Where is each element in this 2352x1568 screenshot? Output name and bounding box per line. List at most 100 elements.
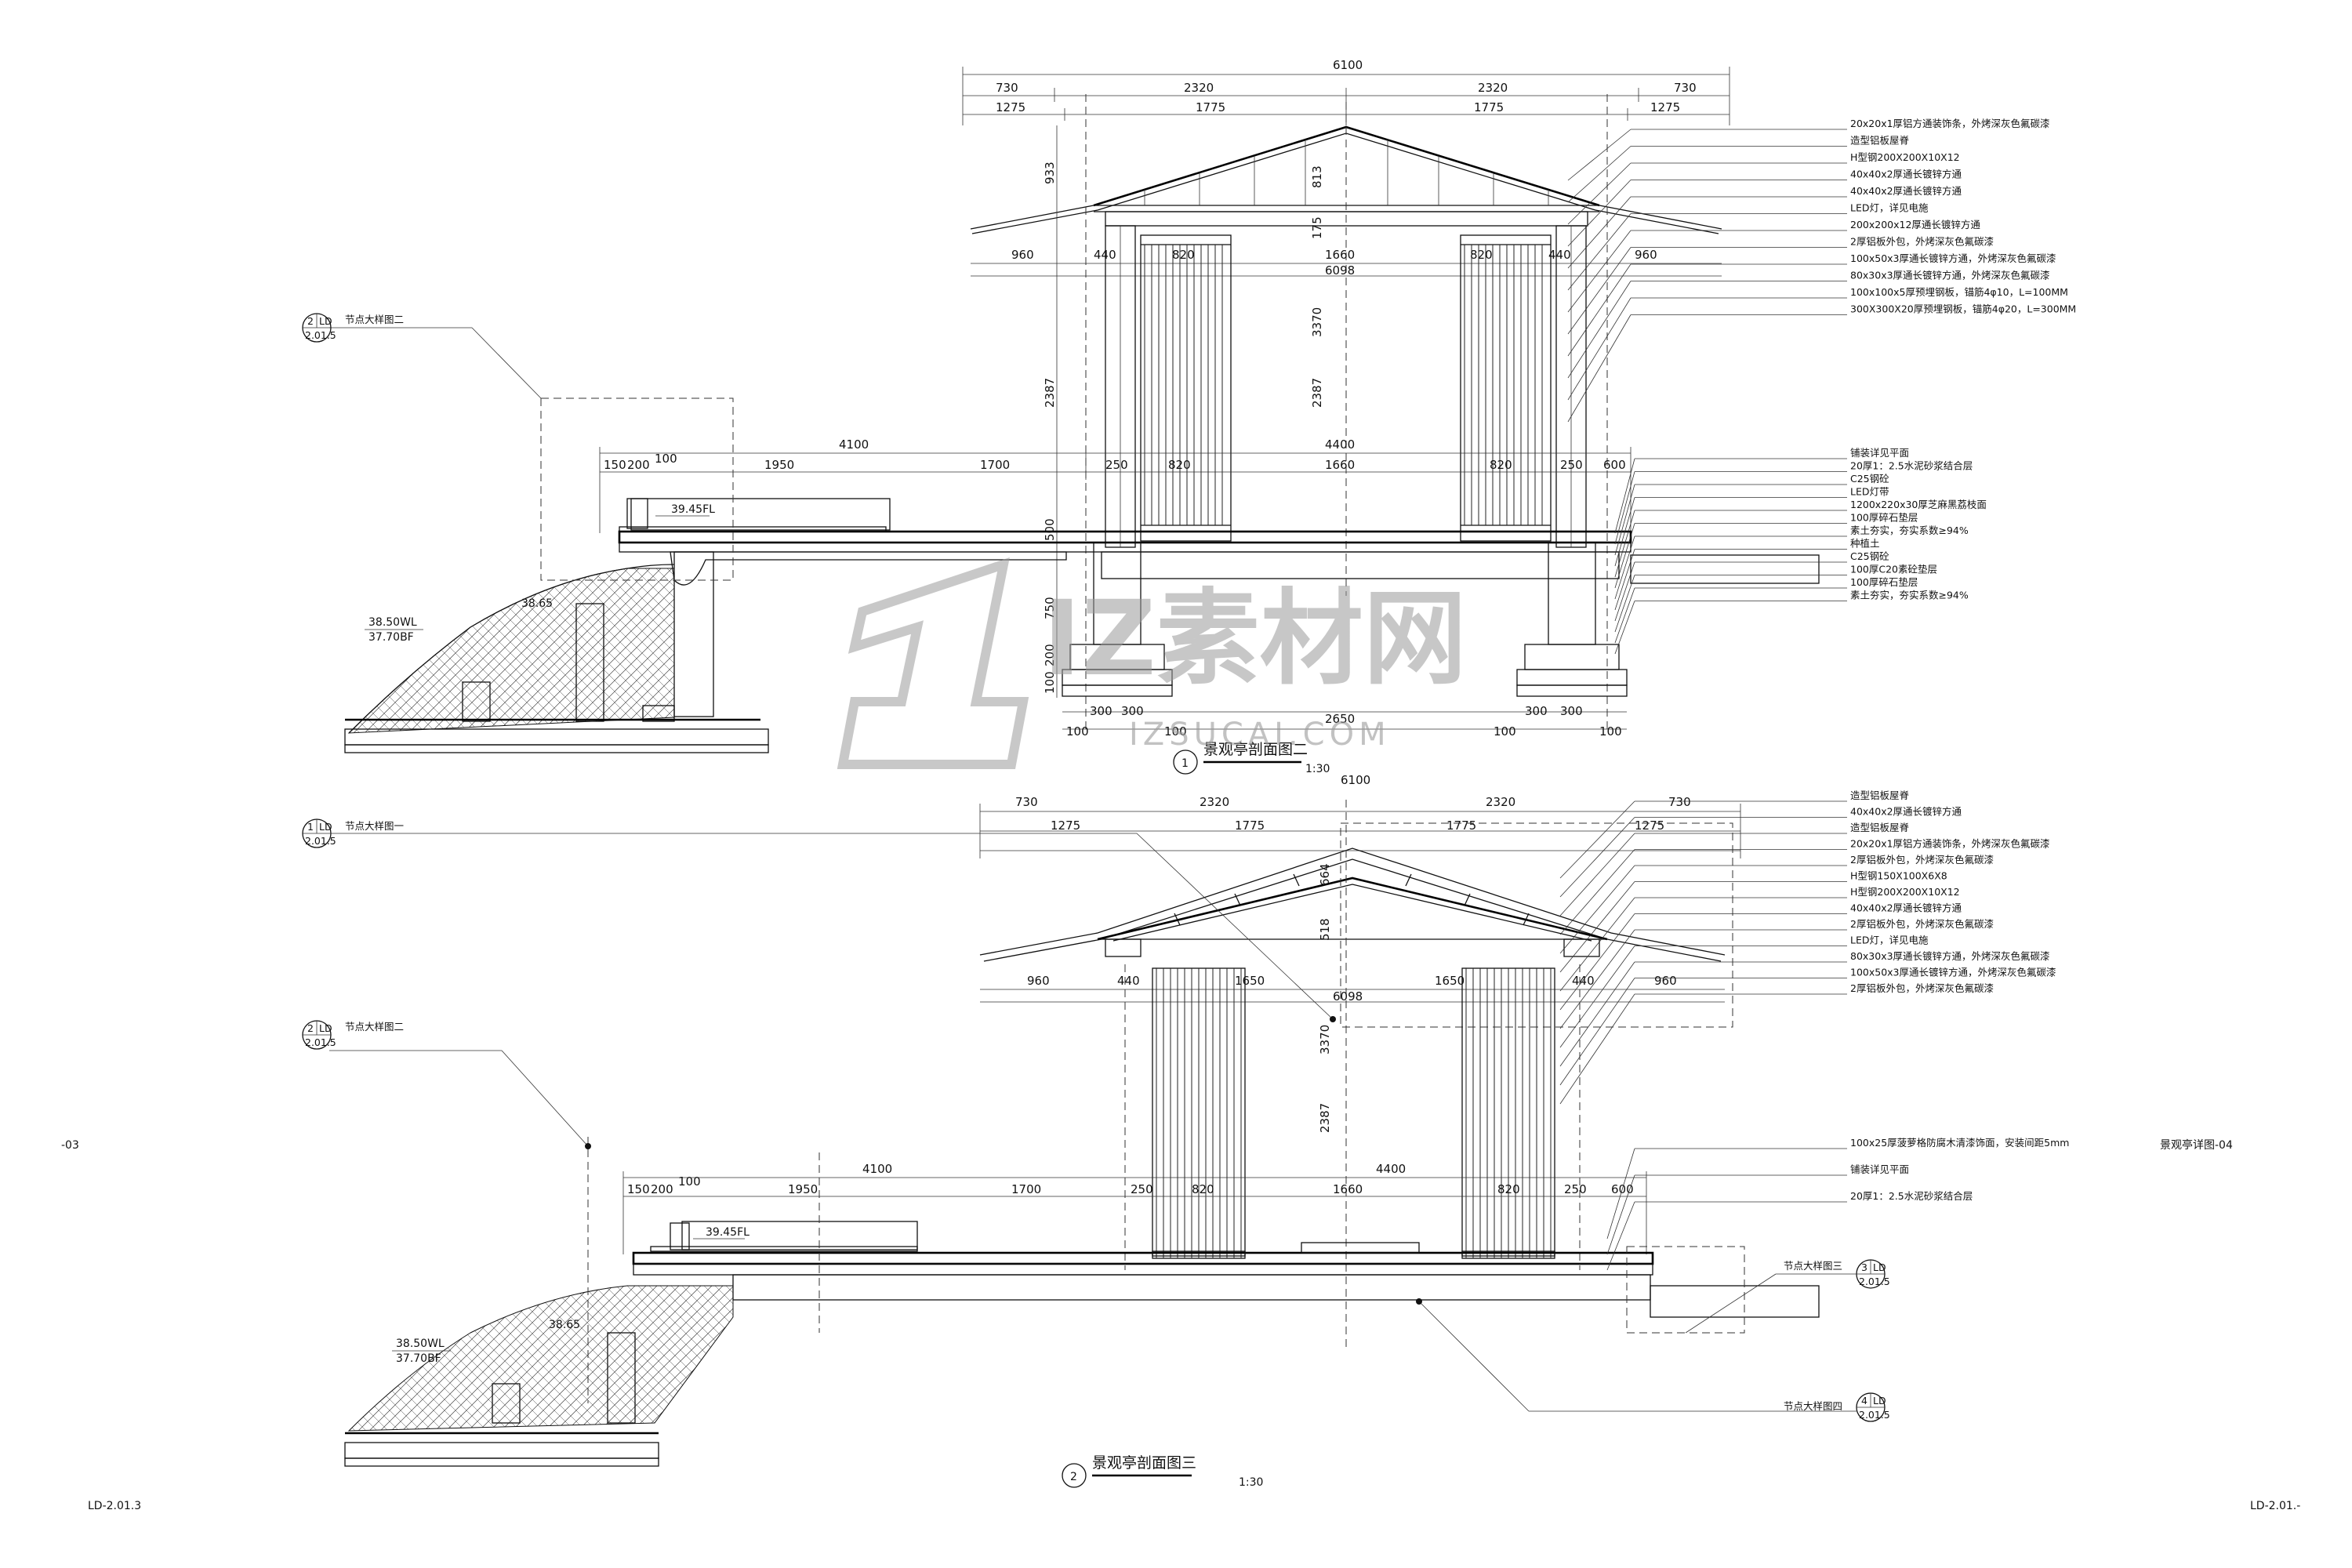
note-text: 种植土 <box>1850 538 1880 550</box>
note-leader-diag <box>1567 263 1632 357</box>
note-text: 100厚C20素砼垫层 <box>1850 564 1937 575</box>
callout-d-num: 4 <box>1861 1395 1867 1406</box>
dim2-v-664: 664 <box>1318 863 1332 886</box>
sheet-title-right: 景观亭详图-04 <box>2160 1138 2233 1152</box>
note-leader-diag <box>1559 817 1635 898</box>
pavilion-roof <box>970 102 1722 596</box>
note-leader-diag <box>1567 180 1632 247</box>
callout-detail-1: 1 LD 2.01.5 节点大样图一 <box>302 818 1336 1022</box>
section-scale-2: 1:30 <box>1239 1476 1263 1489</box>
screen-slats-left-2 <box>1156 968 1242 1258</box>
deck-dimension-chains: 4100 4400 150 200 100 1950 1700 250 820 … <box>599 437 1632 533</box>
dim-eave-e: 820 <box>1470 248 1493 262</box>
note-text: 300X300X20厚预埋钢板，锚筋4φ20，L=300MM <box>1850 303 2076 315</box>
note-text: C25钢砼 <box>1850 550 1889 562</box>
dim-r1-b: 2320 <box>1184 81 1214 95</box>
note-text: 2厚铝板外包，外烤深灰色氟碳漆 <box>1850 236 1994 248</box>
pavilion-screens-2: 664 518 3370 2387 <box>1124 863 1581 1270</box>
note-text: 40x40x2厚通长镀锌方通 <box>1850 806 1962 818</box>
dim-eave-d: 1660 <box>1325 248 1355 262</box>
level-slope: 38.65 <box>521 597 553 610</box>
level-bf: 37.70BF <box>368 631 414 644</box>
dim2-deck-1950: 1950 <box>788 1182 818 1196</box>
note-leader-diag <box>1559 897 1635 992</box>
dim-ft-100a: 100 <box>1066 724 1089 739</box>
callout-b-sheet: 2.01.5 <box>305 1036 336 1048</box>
note-leader-diag <box>1559 849 1635 935</box>
note-text: 100厚碎石垫层 <box>1850 576 1918 588</box>
bench-and-level-2: 39.45FL <box>650 1221 918 1252</box>
note-text: 100厚碎石垫层 <box>1850 512 1918 524</box>
dim2-v-3370: 3370 <box>1318 1025 1332 1054</box>
dim2-r2-b: 1775 <box>1235 818 1265 833</box>
note-leader-diag <box>1567 297 1632 401</box>
dim-ft-100c: 100 <box>1494 724 1516 739</box>
note-text: 2厚铝板外包，外烤深灰色氟碳漆 <box>1850 854 1994 866</box>
callout-c-sheet: 2.01.5 <box>1859 1276 1890 1287</box>
dim-eave-f: 440 <box>1548 248 1571 262</box>
dim2-eave-c: 1650 <box>1235 974 1265 988</box>
note-text: 40x40x2厚通长镀锌方通 <box>1850 185 1962 197</box>
note-text: 1200x220x30厚芝麻黑荔枝面 <box>1850 499 1987 510</box>
dim-ft-300b: 300 <box>1121 704 1144 718</box>
top-dimension-chains-2: 6100 730 2320 2320 730 1275 1775 1775 12… <box>979 773 1741 858</box>
dim2-eave-d: 1650 <box>1435 974 1465 988</box>
note-leader-diag <box>1614 561 1635 622</box>
section-title-2: 2 景观亭剖面图三 1:30 <box>1062 1454 1263 1489</box>
note-leader-diag <box>1614 471 1635 545</box>
note-leader-diag <box>1559 946 1635 1048</box>
level-wl-2: 38.50WL <box>396 1338 445 1350</box>
dim2-eave-f: 960 <box>1654 974 1677 988</box>
note-leader-diag <box>1614 523 1635 589</box>
note-text: LED灯，详见电施 <box>1850 202 1929 214</box>
dim-deck-150: 150 <box>604 458 626 472</box>
note-text: 100x50x3厚通长镀锌方通，外烤深灰色氟碳漆 <box>1850 967 2056 978</box>
note-text: 素土夯实，夯实系数≥94% <box>1850 590 1969 601</box>
notes-top: 20x20x1厚铝方通装饰条，外烤深灰色氟碳漆造型铝板屋脊H型钢200X200X… <box>1567 118 2076 655</box>
dim-r2-c: 1775 <box>1474 100 1504 114</box>
note-text: 2厚铝板外包，外烤深灰色氟碳漆 <box>1850 918 1994 930</box>
watermark-text: IZ素材网 <box>1043 579 1467 699</box>
dim2-r1-c: 2320 <box>1486 795 1515 809</box>
dim2-r1-b: 2320 <box>1200 795 1229 809</box>
dim2-deck-4400: 4400 <box>1376 1162 1406 1176</box>
callout-b-num: 2 <box>307 1022 314 1034</box>
notes-bottom: 造型铝板屋脊40x40x2厚通长镀锌方通造型铝板屋脊20x20x1厚铝方通装饰条… <box>1559 789 2069 1271</box>
section-top: 6100 730 2320 2320 730 1275 1775 1775 12… <box>302 58 2076 775</box>
note-text: 100x25厚菠萝格防腐木清漆饰面，安装间距5mm <box>1850 1137 2069 1149</box>
callout-a-sheet: 2.01.5 <box>305 835 336 847</box>
dim-ft-100b: 100 <box>1164 724 1187 739</box>
callout-c-num: 3 <box>1861 1261 1867 1273</box>
level-wl: 38.50WL <box>368 616 417 629</box>
callout-c-ref: LD <box>1873 1261 1886 1273</box>
note-text: H型钢200X200X10X12 <box>1850 886 1960 898</box>
dim-v-750: 750 <box>1043 597 1057 619</box>
dim2-r1-a: 730 <box>1015 795 1038 809</box>
dim2-deck-820a: 820 <box>1192 1182 1214 1196</box>
dim-deck-1950: 1950 <box>764 458 794 472</box>
note-text: 200x200x12厚通长镀锌方通 <box>1850 219 1980 230</box>
note-leader-diag <box>1567 213 1632 291</box>
dim-deck-820a: 820 <box>1168 458 1191 472</box>
note-text: 造型铝板屋脊 <box>1850 822 1910 833</box>
dim2-r2-a: 1275 <box>1051 818 1080 833</box>
note-text: 20x20x1厚铝方通装饰条，外烤深灰色氟碳漆 <box>1850 118 2050 129</box>
note-leader-diag <box>1614 535 1635 600</box>
screen-slats-right <box>1464 245 1543 525</box>
vertical-dims: 933 813 175 3370 2387 2387 500 750 200 1… <box>1043 125 1324 698</box>
callout-a-label: 节点大样图一 <box>345 820 404 832</box>
dim-v-2387b: 2387 <box>1310 378 1324 408</box>
level-deck-top: 39.45FL <box>671 503 715 516</box>
dim-deck-200: 200 <box>627 458 650 472</box>
dim2-eave-b: 440 <box>1117 974 1140 988</box>
note-text: H型钢150X100X6X8 <box>1850 870 1947 882</box>
dim-deck-600: 600 <box>1603 458 1626 472</box>
footing-dims: 100 300 300 100 2650 100 300 300 100 <box>1062 704 1627 739</box>
dim-eave-total: 6098 <box>1325 263 1355 278</box>
dim-eave-g: 960 <box>1635 248 1657 262</box>
dim2-v-518: 518 <box>1318 918 1332 941</box>
dim-deck-250a: 250 <box>1105 458 1128 472</box>
note-leader-diag <box>1606 1174 1635 1255</box>
dim-deck-4100: 4100 <box>839 437 869 452</box>
note-leader-diag <box>1567 162 1632 225</box>
